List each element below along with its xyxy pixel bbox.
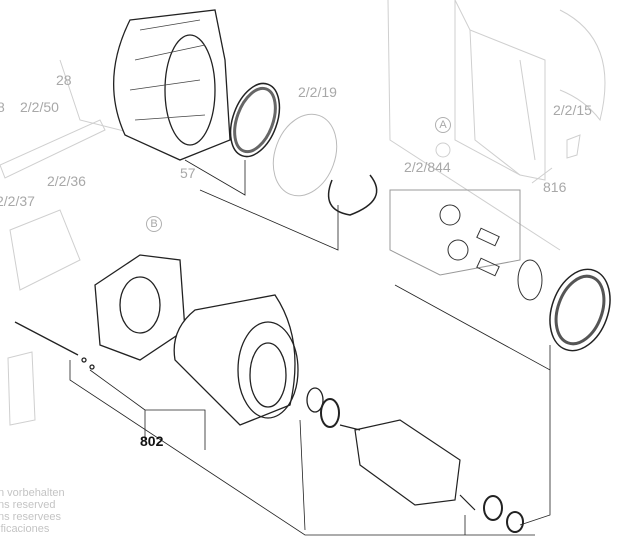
- leader-lines: [69, 159, 551, 536]
- callout-2-2-844: 2/2/844: [404, 159, 451, 175]
- callout-2-2-36: 2/2/36: [47, 173, 86, 189]
- copyright-notice-line-3: ns reservees: [0, 511, 61, 523]
- left-faded-parts: [0, 59, 141, 426]
- copyright-notice-line-2: ns reserved: [0, 499, 56, 511]
- callout-B: B: [146, 216, 162, 232]
- copyright-notice-line-1: n vorbehalten: [0, 487, 65, 499]
- bearings-washers: [306, 387, 524, 533]
- end-cap-bracket: [94, 254, 186, 361]
- callout-A: A: [435, 117, 451, 133]
- ring-gear-small: [229, 82, 281, 158]
- callout-2-2-19: 2/2/19: [298, 84, 337, 100]
- callout-802: 802: [140, 433, 164, 449]
- callout-2-2-37: 2/2/37: [0, 193, 35, 209]
- o-ring-thin: [272, 113, 338, 197]
- gear-set-box: [389, 189, 543, 301]
- circlip: [327, 174, 378, 216]
- callout-2-2-50: 2/2/50: [20, 99, 59, 115]
- callout-8: 8: [0, 99, 5, 115]
- callout-2-2-15: 2/2/15: [553, 102, 592, 118]
- ring-gear-large: [549, 268, 611, 352]
- callout-28: 28: [56, 72, 72, 88]
- background-gear-housing: [387, 0, 606, 251]
- callout-57: 57: [180, 165, 196, 181]
- motor-housing-shell: [113, 9, 231, 161]
- copyright-notice-line-4: ificaciones: [0, 523, 50, 535]
- tie-bolt: [14, 321, 95, 370]
- stator-field: [173, 294, 299, 426]
- armature: [339, 419, 476, 511]
- callout-816: 816: [543, 179, 567, 195]
